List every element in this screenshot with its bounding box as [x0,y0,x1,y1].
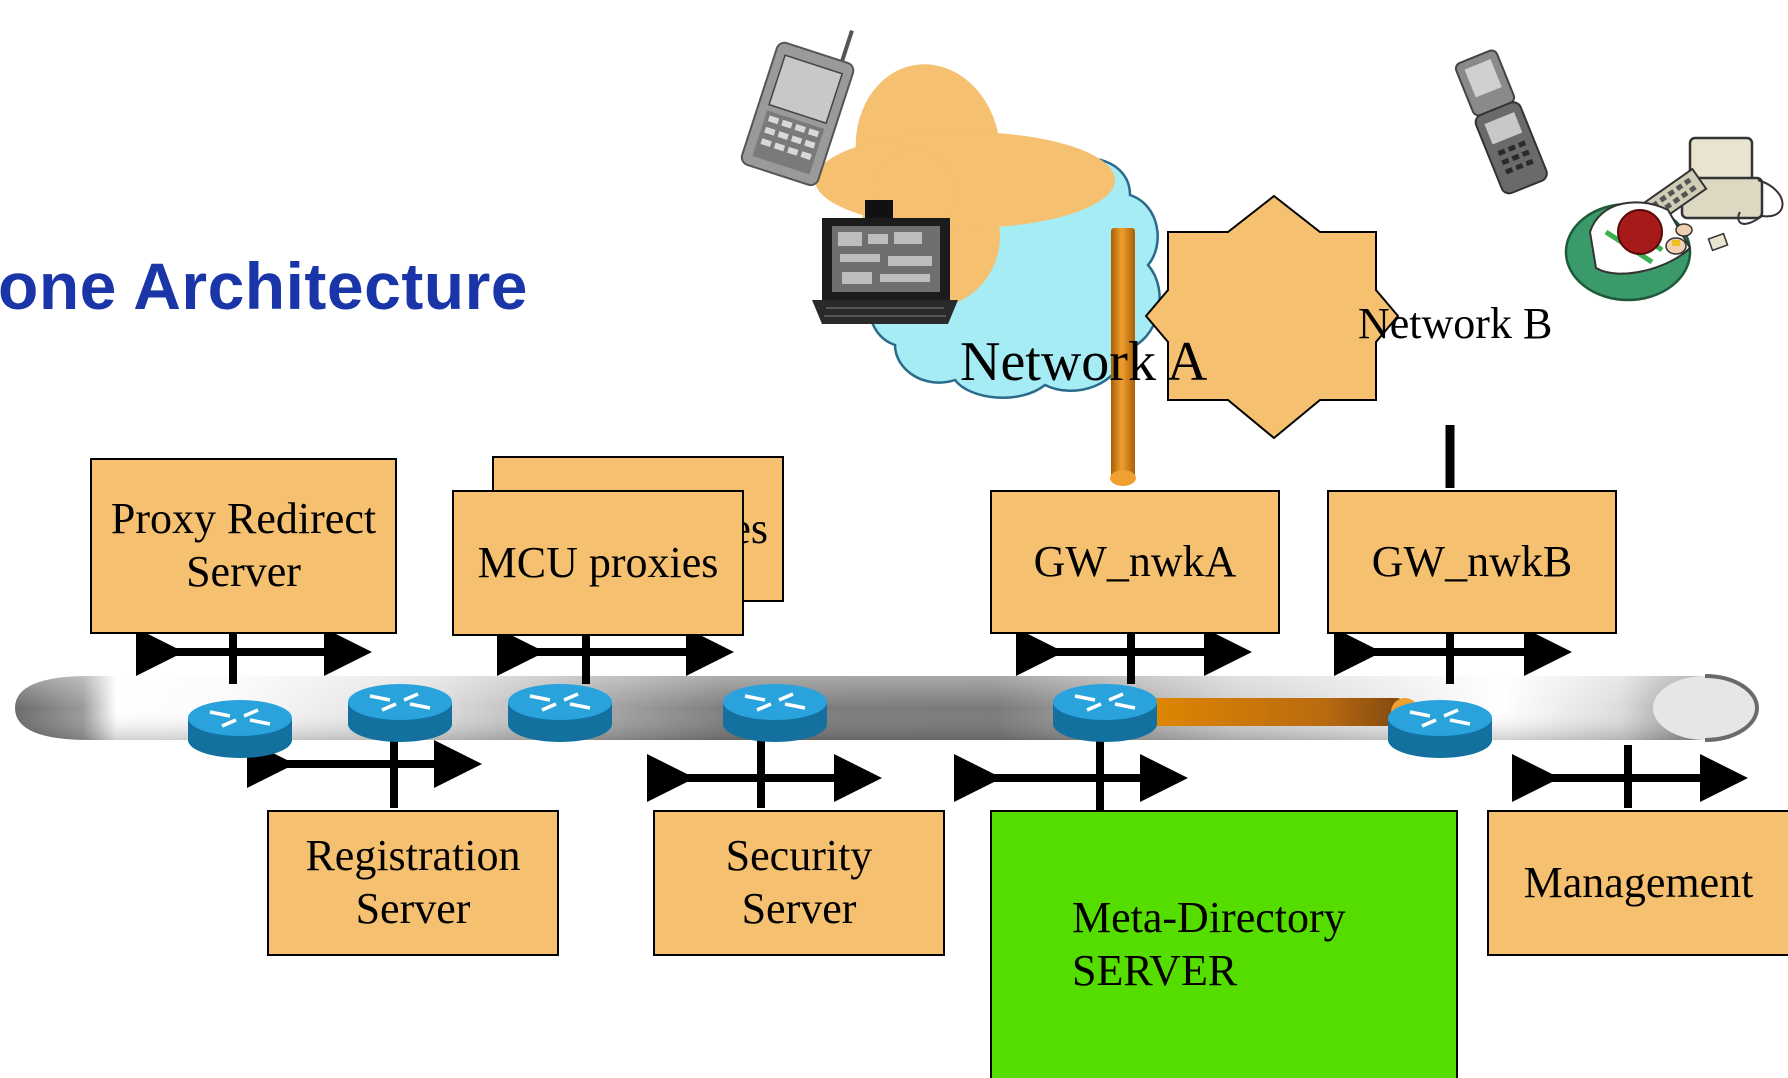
proxy-redirect-server-box: Proxy Redirect Server [90,458,397,634]
network-a-link [1110,228,1136,486]
mcu-proxies-box: MCU proxies [452,490,744,636]
user-at-workstation-icon [1564,136,1784,302]
top-connectors [136,628,1572,684]
router-icon [1386,698,1494,760]
bottom-connectors [247,735,1748,838]
router-icon [186,698,294,760]
management-box: Management [1487,810,1788,956]
network-b-label: Network B [1358,299,1553,348]
pda-icon [740,30,855,187]
gw-nwkb-box: GW_nwkB [1327,490,1617,634]
meta-directory-server-box: Meta-Directory SERVER [990,810,1458,1078]
flip-phone-icon [1454,49,1548,195]
network-a-label: Network A [960,331,1208,393]
page-title: one Architecture [0,249,529,323]
router-icon [506,682,614,744]
router-icon [721,682,829,744]
laptop-icon [812,200,958,324]
gateway-router-link [1126,698,1419,726]
router-icon [1051,682,1159,744]
registration-server-box: Registration Server [267,810,559,956]
gw-nwka-box: GW_nwkA [990,490,1280,634]
security-server-box: Security Server [653,810,945,956]
router-icon [346,682,454,744]
network-b-star [1144,194,1400,440]
